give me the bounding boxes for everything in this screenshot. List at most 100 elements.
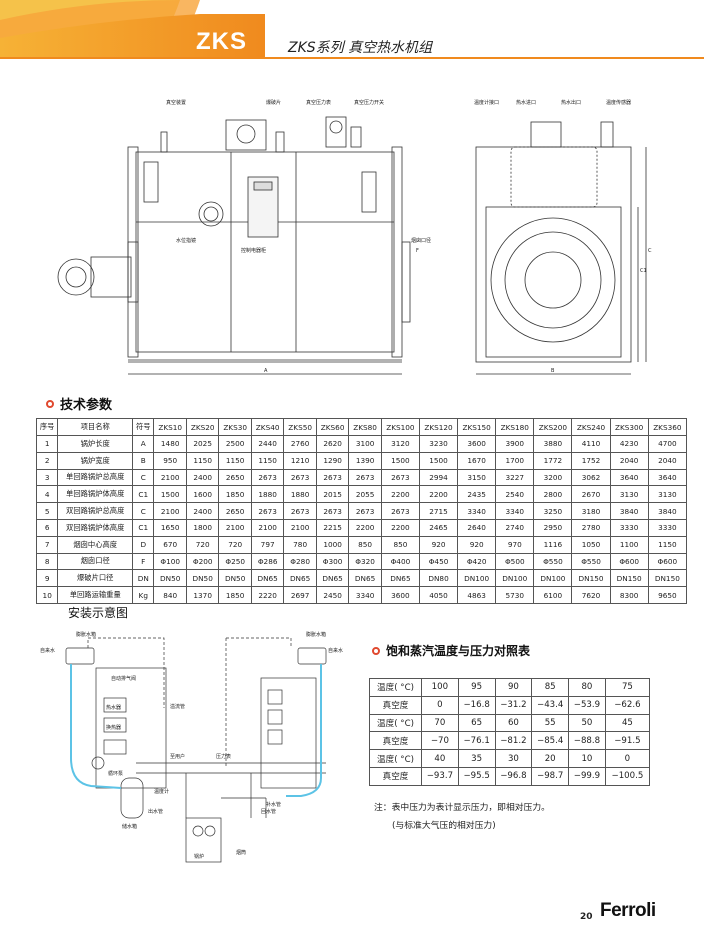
table-cell: 3227	[495, 468, 535, 487]
table-cell: DN50	[185, 569, 220, 588]
steam-cell: 30	[494, 749, 533, 768]
table-header-cell: ZKS40	[250, 418, 285, 436]
table-cell: Φ600	[609, 552, 649, 571]
table-cell: 3340	[495, 502, 535, 520]
table-cell: 8300	[609, 586, 649, 604]
table-cell: 1150	[250, 451, 285, 470]
table-cell: 3840	[609, 502, 649, 520]
table-cell: 2780	[571, 518, 611, 537]
table-cell: 3900	[495, 435, 535, 453]
table-cell: 双回路锅炉总高度	[57, 502, 134, 520]
table-cell: 2200	[380, 518, 420, 537]
table-cell: 1752	[571, 451, 611, 470]
table-cell: 3150	[457, 468, 497, 487]
table-cell: 2673	[380, 468, 420, 487]
table-cell: C	[132, 468, 155, 487]
table-cell: 1700	[495, 451, 535, 470]
table-cell: 1150	[647, 535, 688, 554]
table-cell: 2040	[647, 451, 688, 470]
table-cell: 3180	[571, 502, 611, 520]
table-cell: 2673	[283, 468, 317, 487]
table-header-cell: ZKS180	[495, 418, 535, 436]
steam-cell: −91.5	[604, 731, 651, 751]
table-cell: 850	[380, 535, 420, 554]
table-cell: 1500	[418, 451, 459, 470]
table-cell: 9	[35, 569, 59, 588]
table-cell: Kg	[132, 586, 155, 604]
table-header-cell: ZKS100	[380, 418, 420, 436]
dim-b: B	[551, 368, 555, 374]
table-cell: 2715	[418, 502, 459, 520]
table-cell: Φ300	[315, 552, 350, 571]
table-cell: 2760	[283, 435, 317, 453]
table-cell: Φ550	[571, 552, 611, 571]
table-header-cell: ZKS150	[457, 418, 497, 436]
steam-cell: 80	[568, 678, 606, 697]
table-cell: 2673	[315, 502, 350, 520]
table-cell: 1850	[218, 586, 252, 604]
label-vacuum-gauge: 真空压力表	[306, 99, 331, 106]
steam-cell: −85.4	[531, 731, 570, 751]
table-cell: 3840	[647, 502, 688, 520]
table-cell: B	[132, 451, 155, 470]
steam-cell: 40	[421, 749, 459, 768]
table-cell: 1800	[185, 518, 220, 537]
table-cell: 1850	[218, 485, 252, 504]
steam-cell: −100.5	[604, 766, 651, 786]
install-diagram: 膨胀水箱 自来水 膨胀水箱 自来水 溢流管 至用户 自动排气阀 压力表 温度计 …	[40, 631, 343, 863]
label-temp-sensor: 温度传感器	[606, 99, 631, 106]
table-cell: 3062	[571, 468, 611, 487]
table-cell: 3340	[457, 502, 497, 520]
table-cell: 3200	[533, 468, 573, 487]
table-cell: 2673	[315, 468, 350, 487]
steam-cell: 温度( °C)	[369, 713, 422, 733]
steam-cell: −53.9	[568, 695, 606, 715]
table-cell: DN150	[609, 569, 649, 588]
table-cell: Φ450	[418, 552, 459, 571]
steam-cell: 温度( °C)	[369, 749, 422, 768]
table-cell: Φ280	[283, 552, 317, 571]
label-chimney-diameter: 烟囱口径	[411, 237, 431, 244]
page-header: ZKS ZKS系列 真空热水机组	[0, 0, 704, 62]
table-cell: 2500	[218, 435, 252, 453]
label-heat-exchanger: 换热器	[106, 724, 121, 731]
table-cell: 2650	[218, 468, 252, 487]
table-cell: 2100	[250, 518, 285, 537]
table-cell: 2100	[153, 468, 187, 487]
table-cell: 7620	[571, 586, 611, 604]
table-cell: DN	[132, 569, 155, 588]
ferroli-logo: Ferroli	[600, 900, 656, 921]
dim-c: C	[648, 248, 652, 254]
table-cell: 3100	[348, 435, 382, 453]
table-header-cell: ZKS50	[283, 418, 317, 436]
table-header-cell: ZKS80	[348, 418, 382, 436]
steam-cell: 65	[457, 713, 496, 733]
table-cell: 1150	[218, 451, 252, 470]
steam-cell: 0	[421, 695, 459, 715]
table-header-cell: ZKS60	[315, 418, 350, 436]
table-cell: 1500	[153, 485, 187, 504]
steam-cell: −88.8	[568, 731, 606, 751]
steam-cell: 55	[531, 713, 570, 733]
table-cell: Φ550	[533, 552, 573, 571]
table-cell: F	[132, 552, 155, 571]
table-cell: 1390	[348, 451, 382, 470]
table-cell: 720	[218, 535, 252, 554]
table-header-cell: ZKS200	[533, 418, 573, 436]
steam-cell: −96.8	[494, 766, 533, 786]
steam-cell: −70	[421, 731, 459, 751]
table-cell: 2440	[250, 435, 285, 453]
table-cell: 4	[35, 485, 59, 504]
table-cell: DN65	[380, 569, 420, 588]
table-cell: 920	[418, 535, 459, 554]
steam-cell: 70	[421, 713, 459, 733]
table-cell: 2697	[283, 586, 317, 604]
table-header-cell: ZKS20	[185, 418, 220, 436]
